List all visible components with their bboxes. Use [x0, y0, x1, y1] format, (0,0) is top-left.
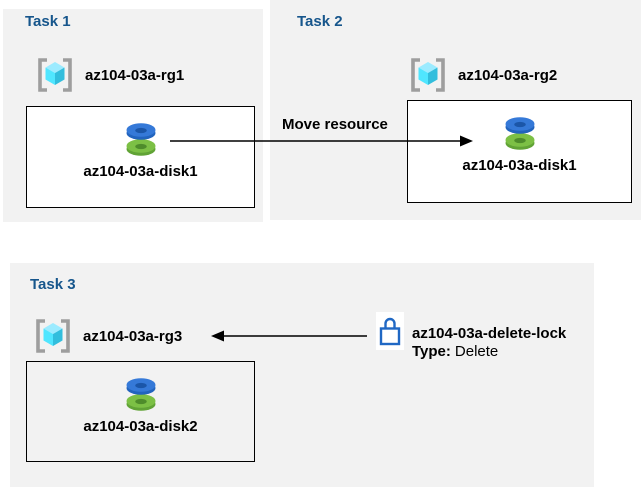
move-resource-label: Move resource [282, 116, 388, 133]
disk-icon [122, 120, 160, 156]
resource-group-name: az104-03a-rg1 [85, 66, 185, 84]
resource-group-icon [408, 57, 448, 93]
task3-resource-box: az104-03a-disk2 [26, 361, 255, 462]
resource-group-name: az104-03a-rg2 [458, 66, 558, 84]
delete-lock-name: az104-03a-delete-lock [412, 325, 567, 342]
disk-name: az104-03a-disk2 [83, 418, 198, 435]
disk-name: az104-03a-disk1 [83, 163, 198, 180]
lock-chip [376, 312, 404, 350]
task2-title: Task 2 [297, 13, 343, 30]
delete-lock-arrow [210, 326, 367, 346]
resource-group-name: az104-03a-rg3 [83, 327, 183, 345]
resource-group-icon [33, 318, 73, 354]
disk-icon [122, 375, 160, 411]
task2-resource-group: az104-03a-rg2 [408, 57, 557, 93]
resource-group-icon [35, 57, 75, 93]
task1-resource-box: az104-03a-disk1 [26, 106, 255, 208]
disk-name: az104-03a-disk1 [462, 157, 577, 174]
task3-title: Task 3 [30, 276, 76, 293]
delete-lock-type: Type:Delete [412, 343, 566, 361]
lock-type-label: Type: [412, 343, 451, 360]
task2-resource-box: az104-03a-disk1 [407, 100, 632, 203]
lock-icon [376, 312, 404, 350]
task1-title: Task 1 [25, 13, 71, 30]
task1-resource-group: az104-03a-rg1 [35, 57, 184, 93]
task3-panel [10, 263, 594, 487]
move-resource-arrow [170, 131, 474, 151]
delete-lock-info: az104-03a-delete-lock Type:Delete [412, 325, 566, 361]
task3-resource-group: az104-03a-rg3 [33, 318, 182, 354]
lock-type-value: Delete [454, 343, 499, 360]
disk-icon [501, 114, 539, 150]
